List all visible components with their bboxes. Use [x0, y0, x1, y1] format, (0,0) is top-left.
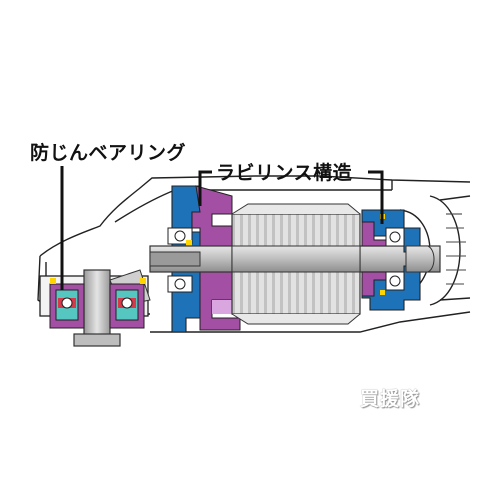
motor-armature — [231, 203, 361, 325]
leader-lines — [60, 166, 384, 290]
dust-proof-bearing-right — [109, 278, 146, 329]
watermark-logo: 買援隊 — [360, 388, 421, 410]
leader-labyrinth-front — [198, 170, 212, 206]
dust-proof-bearing-label: 防じんベアリング — [30, 142, 187, 164]
labyrinth-structure-label: ラビリンス構造 — [216, 162, 353, 184]
dust-proof-bearing-left — [49, 278, 85, 329]
vent-slots — [446, 213, 466, 285]
rear-labyrinth-seal — [361, 209, 435, 311]
leader-labyrinth-rear — [368, 170, 384, 224]
